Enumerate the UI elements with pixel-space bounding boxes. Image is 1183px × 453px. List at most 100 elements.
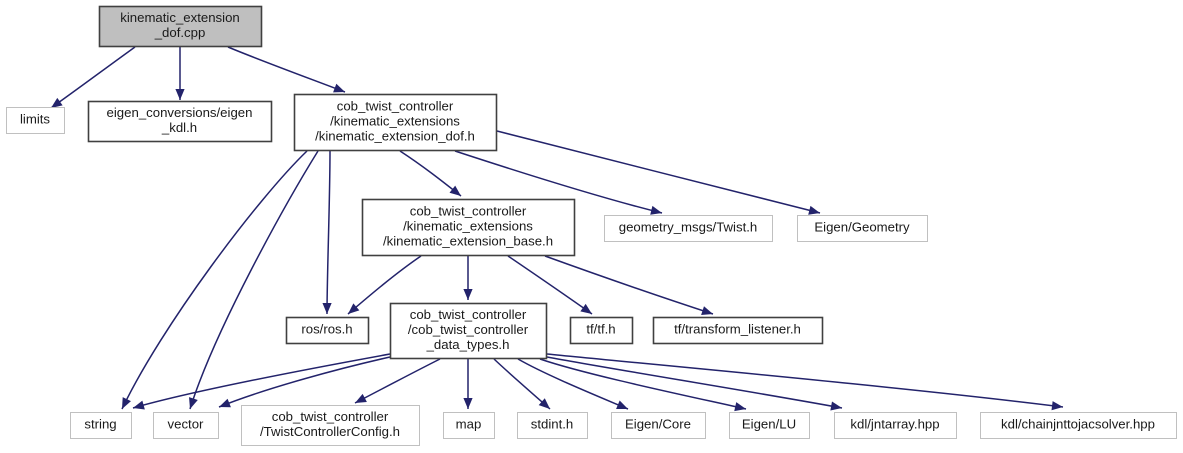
node-label-line: /cob_twist_controller: [408, 322, 529, 337]
node-eigen_lu[interactable]: Eigen/LU: [729, 412, 810, 439]
node-box[interactable]: [87, 100, 273, 143]
edge-arrowhead: [538, 398, 550, 409]
node-base_h[interactable]: cob_twist_controller/kinematic_extension…: [361, 198, 576, 257]
edge-data_types_h-to-stdint_h: [493, 358, 551, 410]
node-label-line: /kinematic_extensions: [330, 113, 460, 128]
node-string[interactable]: string: [70, 412, 132, 439]
node-kdl_jntarray[interactable]: kdl/jntarray.hpp: [834, 412, 957, 439]
edge-layer: [50, 46, 1064, 412]
edge-data_types_h-to-string: [132, 353, 391, 410]
node-eigen_kdl[interactable]: eigen_conversions/eigen_kdl.h: [87, 100, 273, 143]
edge-line: [539, 358, 747, 410]
node-tf_tf_h[interactable]: tf/tf.h: [569, 316, 634, 345]
node-label-line: Eigen/Geometry: [814, 219, 910, 234]
edge-line: [189, 150, 319, 410]
node-box[interactable]: [980, 412, 1177, 439]
node-eigen_geometry[interactable]: Eigen/Geometry: [797, 215, 928, 242]
edge-root-to-eigen_kdl: [175, 47, 185, 100]
node-map[interactable]: map: [443, 412, 495, 439]
edge-data_types_h-to-kdl_jntarray: [546, 356, 843, 411]
node-box[interactable]: [652, 316, 824, 345]
node-box[interactable]: [6, 107, 65, 134]
node-box[interactable]: [361, 198, 576, 257]
node-box[interactable]: [834, 412, 957, 439]
node-box[interactable]: [293, 93, 498, 152]
node-label-line: cob_twist_controller: [410, 203, 527, 218]
node-data_types_h[interactable]: cob_twist_controller/cob_twist_controlle…: [389, 302, 548, 360]
edge-arrowhead: [616, 400, 628, 409]
node-label-line: map: [456, 416, 482, 431]
edge-dof_h-to-eigen_geometry: [496, 130, 821, 215]
node-box[interactable]: [153, 412, 219, 439]
edge-base_h-to-tf_tf_h: [507, 255, 593, 315]
edge-arrowhead: [449, 185, 461, 196]
node-label-line: string: [84, 416, 116, 431]
node-label-line: Eigen/Core: [625, 416, 691, 431]
node-tf_transform_listener[interactable]: tf/transform_listener.h: [652, 316, 824, 345]
edge-line: [227, 46, 346, 93]
node-box[interactable]: [70, 412, 132, 439]
edge-data_types_h-to-map: [463, 359, 473, 409]
node-box[interactable]: [797, 215, 928, 242]
node-label-line: Eigen/LU: [742, 416, 796, 431]
node-label-line: /kinematic_extension_dof.h: [315, 129, 475, 144]
node-box[interactable]: [285, 316, 370, 345]
node-limits[interactable]: limits: [6, 107, 65, 134]
node-label-line: eigen_conversions/eigen: [107, 105, 253, 120]
node-box[interactable]: [517, 412, 588, 439]
edge-root-to-dof_h: [227, 46, 346, 93]
node-label-line: kdl/jntarray.hpp: [850, 416, 939, 431]
node-label-line: cob_twist_controller: [272, 409, 389, 424]
node-box[interactable]: [611, 412, 706, 439]
edge-arrowhead: [333, 83, 345, 93]
node-box[interactable]: [389, 302, 548, 360]
node-label-line: _kdl.h: [161, 120, 197, 135]
edge-line: [50, 46, 136, 109]
edge-arrowhead: [808, 205, 820, 215]
node-box[interactable]: [241, 405, 420, 446]
node-box[interactable]: [98, 5, 263, 48]
node-vector[interactable]: vector: [153, 412, 219, 439]
edge-data_types_h-to-kdl_chainjnttojacsolver: [546, 353, 1064, 411]
edge-arrowhead: [463, 398, 473, 409]
edge-dof_h-to-ros_ros_h: [322, 150, 332, 315]
node-box[interactable]: [729, 412, 810, 439]
edge-data_types_h-to-twist_controller_config: [354, 358, 441, 404]
node-label-line: /kinematic_extensions: [403, 218, 533, 233]
node-label-line: limits: [20, 111, 50, 126]
node-dof_h[interactable]: cob_twist_controller/kinematic_extension…: [293, 93, 498, 152]
node-label-line: ros/ros.h: [301, 321, 352, 336]
edge-arrowhead: [122, 397, 131, 409]
edge-arrowhead: [133, 400, 145, 410]
edge-line: [121, 150, 308, 410]
node-geometry_msgs_twist[interactable]: geometry_msgs/Twist.h: [604, 215, 773, 242]
edge-base_h-to-data_types_h: [463, 256, 473, 300]
edge-arrowhead: [650, 205, 662, 215]
edge-line: [132, 353, 391, 409]
node-eigen_core[interactable]: Eigen/Core: [611, 412, 706, 439]
edge-arrowhead: [830, 401, 842, 411]
edge-line: [544, 255, 714, 315]
edge-arrowhead: [463, 289, 473, 300]
edge-arrowhead: [355, 393, 367, 403]
edge-base_h-to-tf_transform_listener: [544, 255, 714, 315]
node-ros_ros_h[interactable]: ros/ros.h: [285, 316, 370, 345]
node-stdint_h[interactable]: stdint.h: [517, 412, 588, 439]
node-label-line: kdl/chainjnttojacsolver.hpp: [1001, 416, 1155, 431]
node-label-line: geometry_msgs/Twist.h: [619, 219, 758, 234]
node-box[interactable]: [569, 316, 634, 345]
node-kdl_chainjnttojacsolver[interactable]: kdl/chainjnttojacsolver.hpp: [980, 412, 1177, 439]
node-label-line: tf/transform_listener.h: [674, 321, 801, 336]
node-box[interactable]: [604, 215, 773, 242]
edge-line: [496, 130, 821, 214]
edge-line: [399, 150, 462, 197]
edge-root-to-limits: [50, 46, 136, 109]
node-twist_controller_config[interactable]: cob_twist_controller/TwistControllerConf…: [241, 405, 420, 446]
node-root[interactable]: kinematic_extension_dof.cpp: [98, 5, 263, 48]
edge-line: [354, 358, 441, 404]
edge-arrowhead: [701, 306, 713, 315]
edge-dof_h-to-base_h: [399, 150, 462, 197]
node-box[interactable]: [443, 412, 495, 439]
